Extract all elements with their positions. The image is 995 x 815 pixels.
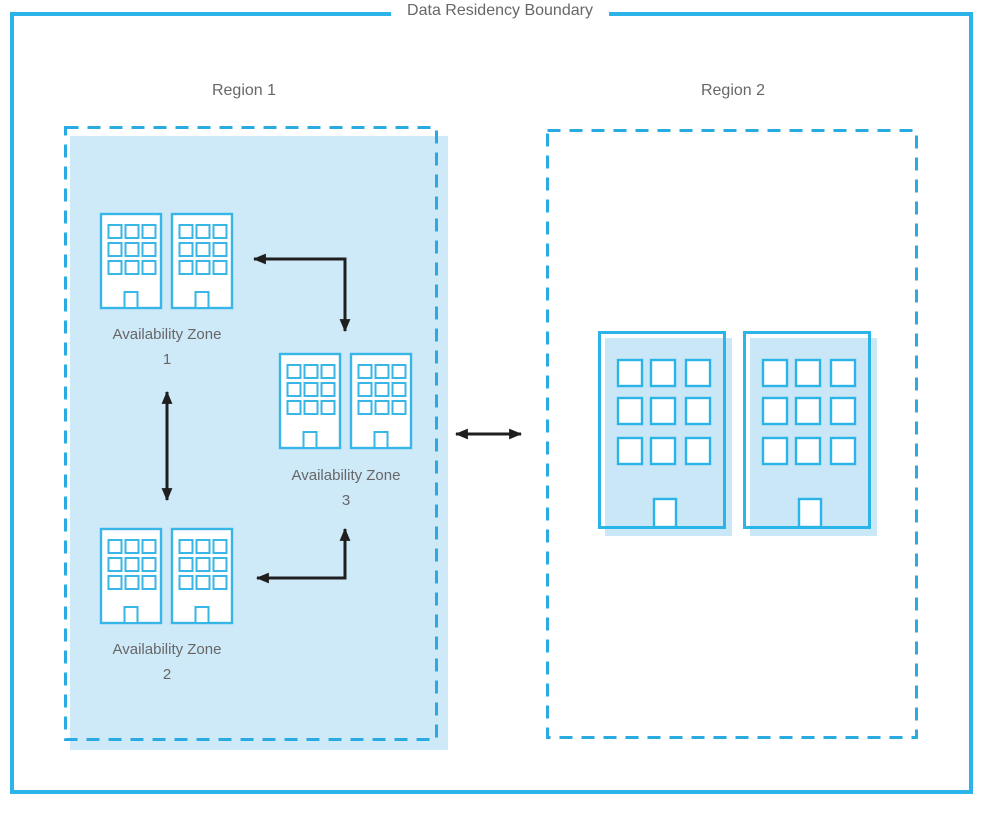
region-1-box	[64, 126, 438, 741]
az2-label: Availability Zone 2	[112, 641, 222, 683]
region-2-label: Region 2	[700, 82, 766, 99]
region-2-box	[546, 129, 918, 739]
region-1-label: Region 1	[211, 82, 277, 99]
az1-az3-arrow	[252, 253, 351, 333]
az1-label: Availability Zone 1	[112, 326, 222, 368]
az3-label: Availability Zone 3	[291, 467, 401, 509]
az2-az3-arrow	[255, 527, 351, 584]
boundary-title: Data Residency Boundary	[391, 2, 609, 20]
